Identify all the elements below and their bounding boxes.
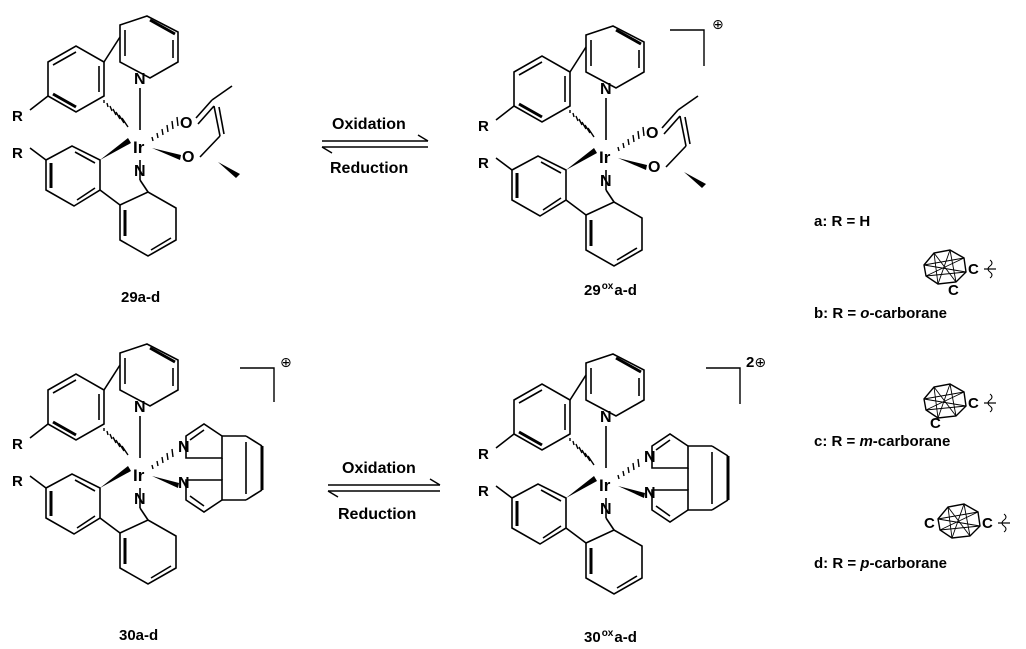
svg-text:C: C [982,515,993,532]
legend-a: a: R = H [814,213,871,230]
nitrogen-atom: N [134,399,146,416]
compound-label-30: 30a-d [119,627,159,644]
svg-text:C: C [930,415,941,432]
iridium-atom: Ir [599,476,611,495]
o-carborane-icon: C C [923,249,997,299]
oxygen-atom: O [648,159,660,176]
nitrogen-atom: N [134,491,146,508]
substituent-r: R [478,483,489,500]
charge-bracket [706,367,741,404]
oxygen-atom: O [182,149,194,166]
charge-29ox: ⊕ [712,16,724,32]
nitrogen-atom: N [600,173,612,190]
structure-29: Ir N N O O R R [12,14,241,258]
substituent-r: R [478,446,489,463]
iridium-atom: Ir [133,138,145,157]
legend-d: d: R = p-carborane [814,555,947,572]
nitrogen-atom: N [600,81,612,98]
compound-label-30ox: 30oxa-d [584,628,637,646]
p-carborane-icon: C C [924,503,1011,539]
nitrogen-atom: N [644,485,656,502]
substituent-r: R [12,436,23,453]
nitrogen-atom: N [178,439,190,456]
substituent-r: R [478,118,489,135]
charge-bracket [240,367,275,402]
iridium-atom: Ir [133,466,145,485]
structure-30ox: Ir N N N N R R [478,352,730,596]
charge-bracket [670,29,705,66]
structure-30: Ir N N N N R R [12,342,264,586]
nitrogen-atom: N [644,449,656,466]
charge-30ox: 2⊕ [746,354,767,371]
substituent-r: R [12,473,23,490]
legend-c: c: R = m-carborane [814,433,951,450]
nitrogen-atom: N [178,475,190,492]
oxygen-atom: O [180,115,192,132]
legend-b: b: R = o-carborane [814,305,947,322]
compound-label-29: 29a-d [121,289,161,306]
oxidation-label-bottom: Oxidation [342,460,416,477]
svg-text:C: C [948,282,959,299]
substituent-r: R [478,155,489,172]
equilibrium-arrow-bottom [327,478,441,498]
substituent-r: R [12,145,23,162]
oxidation-label-top: Oxidation [332,116,406,133]
svg-text:C: C [968,395,979,412]
substituent-r: R [12,108,23,125]
structure-29ox: Ir N N O O R R [478,24,707,268]
nitrogen-atom: N [600,409,612,426]
nitrogen-atom: N [134,71,146,88]
charge-30: ⊕ [280,354,292,370]
compound-label-29ox: 29oxa-d [584,281,637,299]
equilibrium-arrow-top [321,134,429,154]
svg-text:C: C [924,515,935,532]
svg-text:C: C [968,261,979,278]
reduction-label-bottom: Reduction [338,506,417,523]
m-carborane-icon: C C [923,383,997,432]
nitrogen-atom: N [600,501,612,518]
reduction-label-top: Reduction [330,160,409,177]
iridium-atom: Ir [599,148,611,167]
nitrogen-atom: N [134,163,146,180]
oxygen-atom: O [646,125,658,142]
